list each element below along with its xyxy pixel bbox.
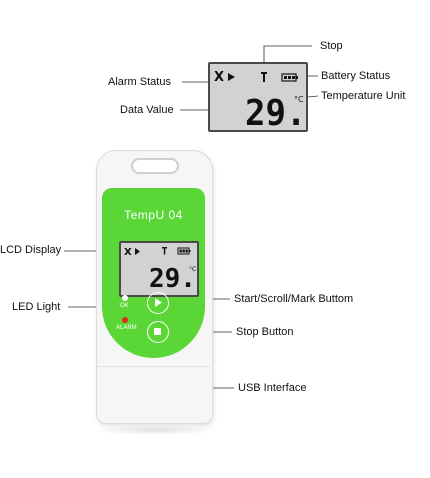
device-temperature-unit-icon: °C	[189, 266, 196, 273]
ok-led-label: OK	[120, 303, 129, 309]
device-front-panel: TempU 04 X 29.7 °C O	[102, 188, 212, 358]
alarm-led-indicator	[122, 317, 128, 323]
device-stop-marker-icon	[162, 247, 167, 255]
temperature-logger-device: TempU 04 X 29.7 °C O	[96, 150, 213, 424]
usb-interface-callout: USB Interface	[238, 382, 307, 394]
led-light-callout: LED Light	[12, 301, 61, 313]
stop-marker-icon	[261, 72, 267, 82]
play-icon	[228, 73, 235, 81]
lcd-display-callout: LCD Display	[0, 244, 62, 256]
device-play-icon	[135, 248, 140, 255]
battery-status-callout: Battery Status	[321, 70, 391, 82]
stop-callout: Stop	[320, 40, 343, 52]
lanyard-slot	[131, 158, 179, 174]
play-triangle-icon	[155, 298, 162, 307]
alarm-status-callout: Alarm Status	[108, 76, 171, 88]
enlarged-lcd-content: X 29.7 °C	[214, 70, 327, 134]
stop-square-icon	[154, 328, 161, 335]
alarm-x-symbol: X	[214, 70, 224, 85]
device-lcd-content: X 29.7 °C	[124, 247, 212, 294]
device-shadow	[92, 425, 218, 435]
device-alarm-x-symbol: X	[124, 247, 132, 258]
stop-button[interactable]	[147, 321, 169, 343]
alarm-led-label: ALARM	[116, 325, 137, 331]
ok-led-indicator	[122, 295, 128, 301]
stop-button-callout: Stop Button	[236, 326, 294, 338]
usb-cap-seam	[97, 366, 210, 367]
start-scroll-mark-button[interactable]	[147, 292, 169, 314]
temperature-unit-icon: °C	[294, 95, 304, 104]
start-button-callout: Start/Scroll/Mark Buttom	[234, 293, 354, 305]
device-brand-label: TempU 04	[124, 208, 183, 222]
device-battery-icon	[177, 247, 191, 255]
data-value-callout: Data Value	[120, 104, 174, 116]
enlarged-lcd-screen: X 29.7 °C	[208, 62, 327, 134]
device-lcd-screen: X 29.7 °C	[119, 241, 212, 297]
temperature-unit-callout: Temperature Unit	[321, 90, 406, 102]
battery-icon	[281, 73, 298, 82]
